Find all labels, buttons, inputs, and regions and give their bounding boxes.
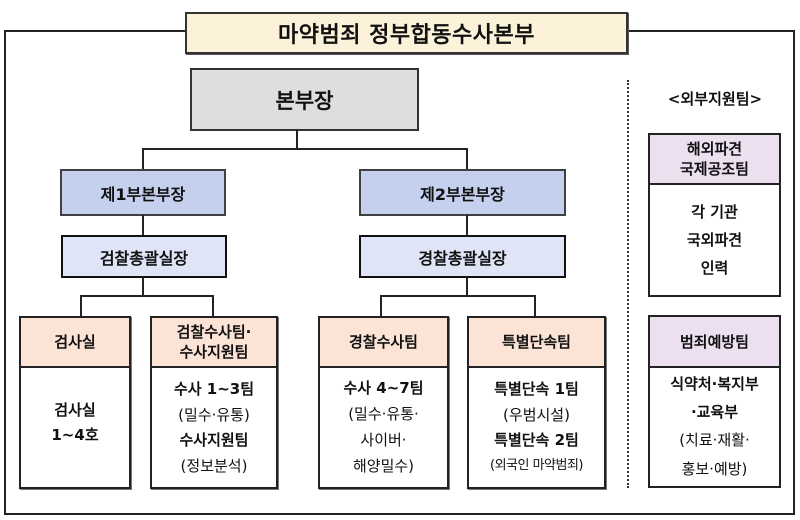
team-header-line: 특별단속팀 xyxy=(501,333,571,351)
team-body-line: 수사 4~7팀 xyxy=(343,379,424,397)
external-team-body-line: (치료·재활· xyxy=(679,431,750,449)
external-team-body: 식약처·복지부 ·교육부 (치료·재활· 홍보·예방) xyxy=(650,368,779,486)
external-team-body-line: 각 기관 xyxy=(691,203,738,221)
team-body-line: 1~4호 xyxy=(51,426,99,444)
team-body: 수사 4~7팀 (밀수·유통· 사이버· 해양밀수) xyxy=(320,368,447,487)
director-2-label: 경찰총괄실장 xyxy=(418,248,507,268)
external-team-body-line: 인력 xyxy=(700,259,729,277)
director-1-box: 검찰총괄실장 xyxy=(61,235,227,278)
team-body-line: 특별단속 2팀 xyxy=(494,430,579,449)
team-body: 특별단속 1팀 (우범시설) 특별단속 2팀 (외국인 마약범죄) xyxy=(469,368,604,487)
external-section-label: <외부지원팀> xyxy=(667,90,763,108)
connector-deputies-horizontal xyxy=(142,148,468,150)
team-body: 검사실 1~4호 xyxy=(21,368,129,487)
chief-label: 본부장 xyxy=(275,88,334,113)
connector-team-3-up xyxy=(380,295,382,317)
team-body-line: (정보분석) xyxy=(180,456,248,475)
team-police-investigation: 경찰수사팀 수사 4~7팀 (밀수·유통· 사이버· 해양밀수) xyxy=(318,316,449,489)
external-team-overseas: 해외파견 국제공조팀 각 기관 국외파견 인력 xyxy=(648,133,781,297)
external-team-body-line: ·교육부 xyxy=(690,403,739,421)
team-header: 검사실 xyxy=(21,318,129,368)
team-body-line: 특별단속 1팀 xyxy=(494,379,579,398)
external-team-header-line: 해외파견 xyxy=(686,140,743,158)
external-team-header-line: 범죄예방팀 xyxy=(679,332,749,351)
team-header: 경찰수사팀 xyxy=(320,318,447,368)
team-header-line: 검찰수사팀· xyxy=(176,323,252,341)
chief-box: 본부장 xyxy=(190,68,419,131)
team-header: 특별단속팀 xyxy=(469,318,604,368)
connector-team-2-up xyxy=(212,295,214,317)
deputy-2-label: 제2부본부장 xyxy=(420,184,505,204)
team-header-line: 검사실 xyxy=(54,333,96,351)
team-body-line: 검사실 xyxy=(54,401,96,419)
director-2-box: 경찰총괄실장 xyxy=(359,235,566,278)
team-special-crackdown: 특별단속팀 특별단속 1팀 (우범시설) 특별단속 2팀 (외국인 마약범죄) xyxy=(467,316,606,489)
team-body-line: (외국인 마약범죄) xyxy=(490,457,584,473)
connector-director-1-down xyxy=(142,277,144,296)
external-team-body: 각 기관 국외파견 인력 xyxy=(650,185,779,295)
connector-team-4-up xyxy=(534,295,536,317)
external-team-header: 범죄예방팀 xyxy=(650,317,779,368)
team-header-line: 경찰수사팀 xyxy=(348,333,418,351)
external-team-body-line: 식약처·복지부 xyxy=(670,375,759,393)
deputy-2-box: 제2부본부장 xyxy=(359,169,566,216)
chart-title-text: 마약범죄 정부합동수사본부 xyxy=(277,23,536,48)
connector-deputy-1-director xyxy=(142,215,144,236)
external-team-header: 해외파견 국제공조팀 xyxy=(650,135,779,185)
team-header-line: 수사지원팀 xyxy=(179,343,249,361)
external-team-header-line: 국제공조팀 xyxy=(679,160,749,178)
team-body-line: 해양밀수) xyxy=(352,457,415,475)
connector-deputy-2-director xyxy=(466,215,468,236)
external-team-prevention: 범죄예방팀 식약처·복지부 ·교육부 (치료·재활· 홍보·예방) xyxy=(648,315,781,488)
connector-teams-right-horizontal xyxy=(380,295,536,297)
connector-deputy-2-up xyxy=(466,148,468,170)
deputy-1-label: 제1부본부장 xyxy=(100,184,186,204)
team-prosecutor-office: 검사실 검사실 1~4호 xyxy=(19,316,131,489)
team-body: 수사 1~3팀 (밀수·유통) 수사지원팀 (정보분석) xyxy=(152,368,276,487)
team-prosecution-investigation: 검찰수사팀· 수사지원팀 수사 1~3팀 (밀수·유통) 수사지원팀 (정보분석… xyxy=(150,316,278,489)
connector-director-2-down xyxy=(466,277,468,296)
deputy-1-box: 제1부본부장 xyxy=(60,169,226,216)
director-1-label: 검찰총괄실장 xyxy=(99,248,189,268)
external-divider xyxy=(627,80,629,488)
connector-teams-left-horizontal xyxy=(80,295,214,297)
team-body-line: (우범시설) xyxy=(503,405,570,424)
team-body-line: 수사 1~3팀 xyxy=(173,379,255,398)
team-body-line: (밀수·유통· xyxy=(348,405,419,423)
connector-team-1-up xyxy=(80,295,82,317)
chart-title: 마약범죄 정부합동수사본부 xyxy=(185,12,628,54)
team-body-line: 수사지원팀 xyxy=(179,430,249,449)
external-team-body-line: 홍보·예방) xyxy=(681,460,748,478)
external-team-body-line: 국외파견 xyxy=(686,231,743,249)
team-body-line: 사이버· xyxy=(360,431,407,449)
connector-chief-down xyxy=(296,130,298,150)
connector-deputy-1-up xyxy=(142,148,144,170)
team-header: 검찰수사팀· 수사지원팀 xyxy=(152,318,276,368)
team-body-line: (밀수·유통) xyxy=(178,405,250,424)
